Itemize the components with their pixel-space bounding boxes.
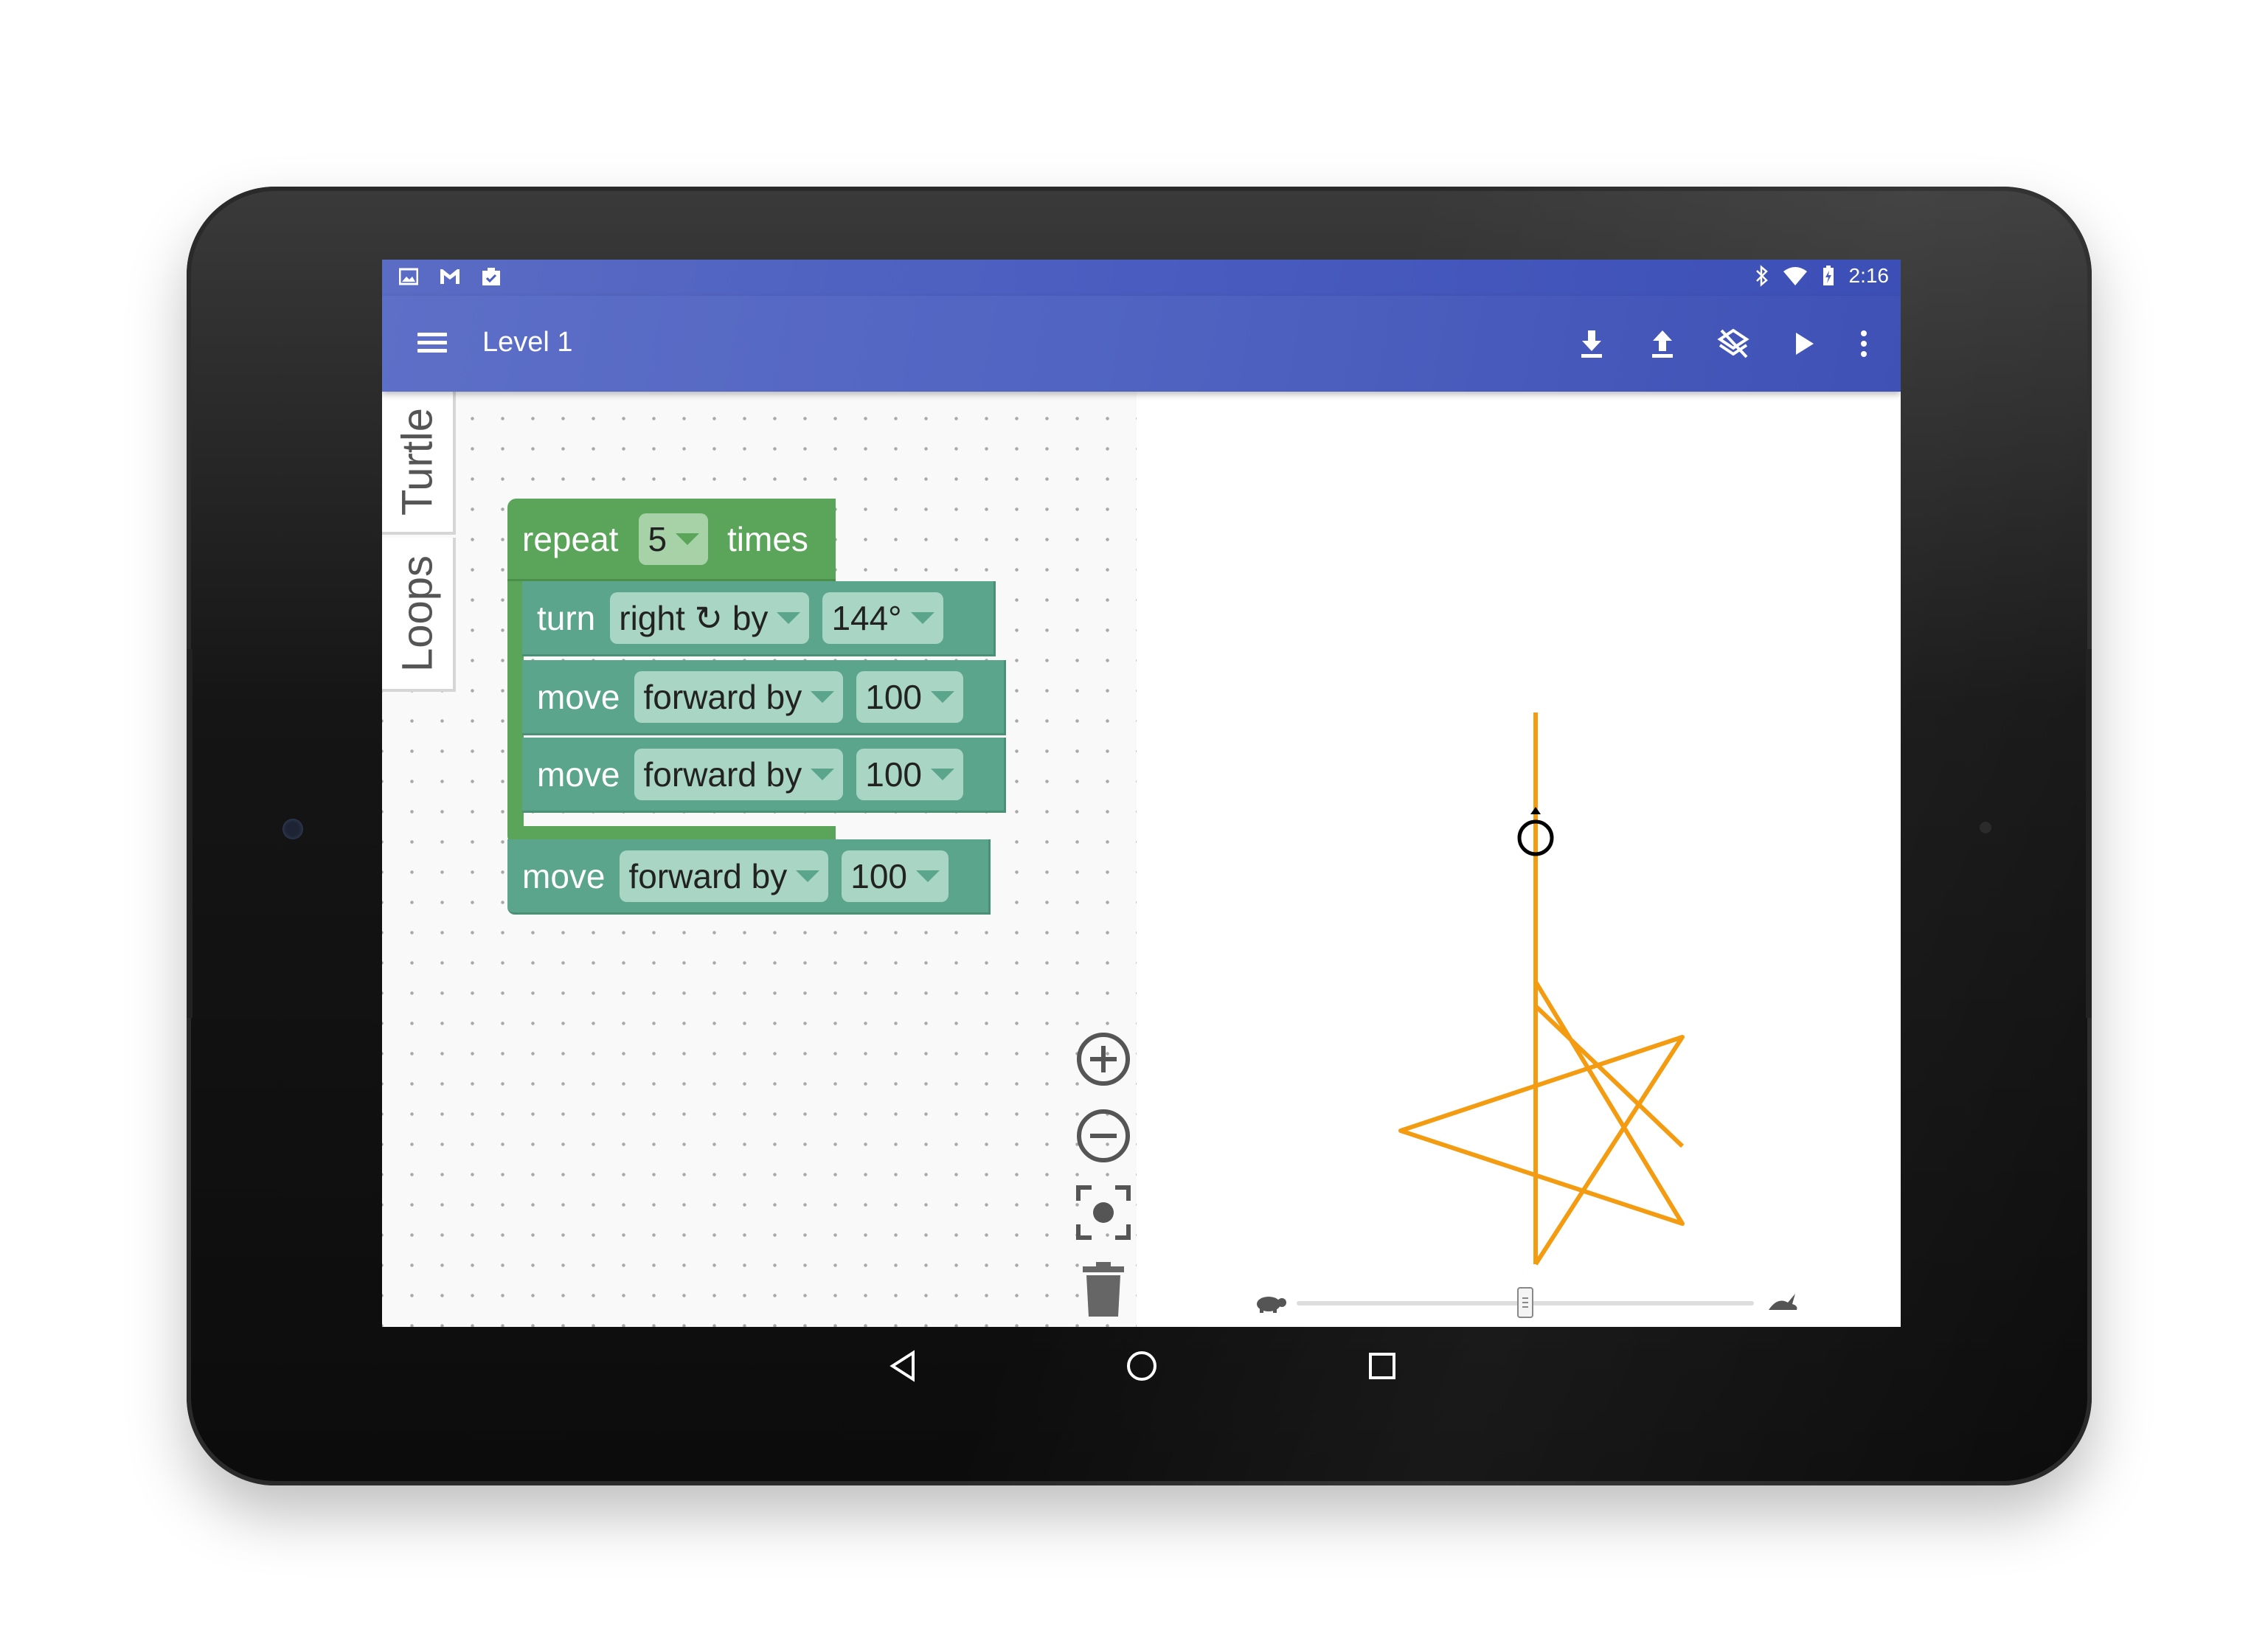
move-direction-value: forward by: [643, 677, 802, 716]
move-label: move: [522, 856, 606, 895]
turtle-heading-icon: [1530, 807, 1541, 814]
speed-slider[interactable]: [1252, 1277, 1806, 1322]
move-distance-dropdown[interactable]: 100: [856, 670, 963, 723]
slider-thumb[interactable]: [1517, 1287, 1533, 1318]
repeat-count-value: 5: [648, 519, 667, 558]
repeat-count-dropdown[interactable]: 5: [639, 513, 709, 565]
move-direction-value: forward by: [628, 856, 788, 895]
screen: 2:16 Level 1 Turtle: [382, 260, 1901, 1327]
chevron-down-icon: [796, 870, 820, 882]
turn-block[interactable]: turn right ↻ by 144°: [522, 581, 996, 656]
turtle-canvas: [1137, 392, 1901, 1327]
more-vert-icon[interactable]: [1856, 318, 1871, 370]
turtle-slow-icon: [1257, 1297, 1286, 1313]
move-block[interactable]: move forward by 100: [522, 738, 1006, 813]
repeat-label: repeat: [522, 519, 619, 558]
home-icon[interactable]: [1112, 1336, 1171, 1395]
tab-loops-label: Loops: [393, 555, 442, 672]
move-distance-value: 100: [850, 856, 907, 895]
tab-turtle[interactable]: Turtle: [382, 392, 456, 535]
device-side-button-right: [2086, 649, 2092, 1018]
turtle-path: [1533, 712, 1685, 1148]
system-status: 2:16: [1755, 264, 1890, 288]
move-direction-dropdown[interactable]: forward by: [620, 850, 829, 902]
toolbar-actions: [1573, 318, 1871, 370]
chevron-down-icon: [811, 690, 835, 703]
chevron-down-icon: [910, 611, 934, 624]
move-label: move: [537, 677, 620, 716]
chevron-down-icon: [676, 533, 700, 545]
move-distance-dropdown[interactable]: 100: [842, 850, 949, 902]
tab-loops[interactable]: Loops: [382, 538, 456, 692]
move-distance-value: 100: [865, 755, 922, 794]
turn-direction-dropdown[interactable]: right ↻ by: [610, 592, 810, 644]
chevron-down-icon: [915, 870, 940, 882]
trash-icon[interactable]: [1074, 1260, 1133, 1319]
clock: 2:16: [1848, 264, 1890, 287]
tab-turtle-label: Turtle: [393, 407, 442, 516]
light-sensor: [1980, 822, 1991, 833]
star-shape: [1398, 831, 1685, 1266]
repeat-block[interactable]: repeat 5 times: [507, 499, 836, 581]
turtle-icon: [1517, 819, 1554, 856]
chevron-down-icon: [811, 768, 835, 780]
back-icon[interactable]: [873, 1336, 932, 1395]
rabbit-fast-icon: [1769, 1294, 1797, 1310]
chevron-down-icon: [777, 611, 801, 624]
move-direction-dropdown[interactable]: forward by: [634, 670, 844, 723]
clipboard-icon: [479, 266, 503, 288]
zoom-in-icon[interactable]: [1074, 1030, 1133, 1089]
battery-icon: [1823, 266, 1834, 285]
chevron-down-icon: [930, 768, 954, 780]
move-direction-value: forward by: [643, 755, 802, 794]
page-title: Level 1: [482, 327, 573, 358]
move-distance-dropdown[interactable]: 100: [856, 748, 963, 800]
move-direction-dropdown[interactable]: forward by: [634, 748, 844, 800]
turn-direction-value: right ↻ by: [619, 598, 769, 637]
gmail-icon: [438, 266, 462, 288]
repeat-block-arm: [507, 581, 524, 828]
times-label: times: [727, 519, 808, 558]
notification-icons: [397, 266, 503, 288]
move-distance-value: 100: [865, 677, 922, 716]
bluetooth-icon: [1755, 265, 1768, 287]
recents-icon[interactable]: [1353, 1336, 1412, 1395]
device-side-button-left: [187, 649, 193, 1018]
front-camera: [282, 819, 303, 839]
download-icon[interactable]: [1573, 318, 1610, 370]
turn-angle-dropdown[interactable]: 144°: [822, 592, 943, 644]
recenter-icon[interactable]: [1074, 1183, 1133, 1242]
clear-icon[interactable]: [1715, 318, 1752, 370]
chevron-down-icon: [930, 690, 954, 703]
turtle-star-path: [1403, 1117, 1682, 1261]
zoom-out-icon[interactable]: [1074, 1106, 1133, 1165]
move-label: move: [537, 755, 620, 794]
status-bar: 2:16: [382, 260, 1901, 296]
image-icon: [397, 266, 420, 288]
move-block[interactable]: move forward by 100: [522, 660, 1006, 735]
play-icon[interactable]: [1786, 318, 1823, 370]
turn-angle-value: 144°: [831, 598, 902, 637]
move-block[interactable]: move forward by 100: [507, 839, 991, 915]
upload-icon[interactable]: [1644, 318, 1681, 370]
turn-label: turn: [537, 598, 596, 637]
turtle-drawing: [1398, 712, 1685, 1266]
wifi-icon: [1783, 267, 1807, 285]
hamburger-menu-icon[interactable]: [417, 328, 447, 358]
app-toolbar: Level 1: [382, 296, 1901, 392]
toolbox-tabs: Turtle Loops: [382, 392, 456, 694]
